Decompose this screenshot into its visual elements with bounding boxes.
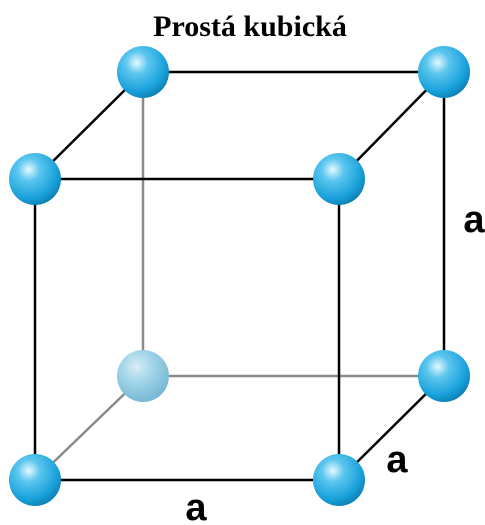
atom-hidden-back-bottom-left: [117, 350, 169, 402]
atom-back-top-left: [117, 46, 169, 98]
atom-front-bottom-left: [9, 454, 61, 506]
atom-front-top-left: [9, 153, 61, 205]
edge-label-bottom: a: [185, 487, 207, 525]
edge-label-depth: a: [386, 439, 408, 481]
atom-front-top-right: [313, 153, 365, 205]
edge-label-right: a: [463, 199, 485, 241]
atom-front-bottom-right: [313, 454, 365, 506]
atom-back-top-right: [418, 46, 470, 98]
diagram-title: Prostá kubická: [153, 10, 347, 43]
atom-back-bottom-right: [418, 350, 470, 402]
